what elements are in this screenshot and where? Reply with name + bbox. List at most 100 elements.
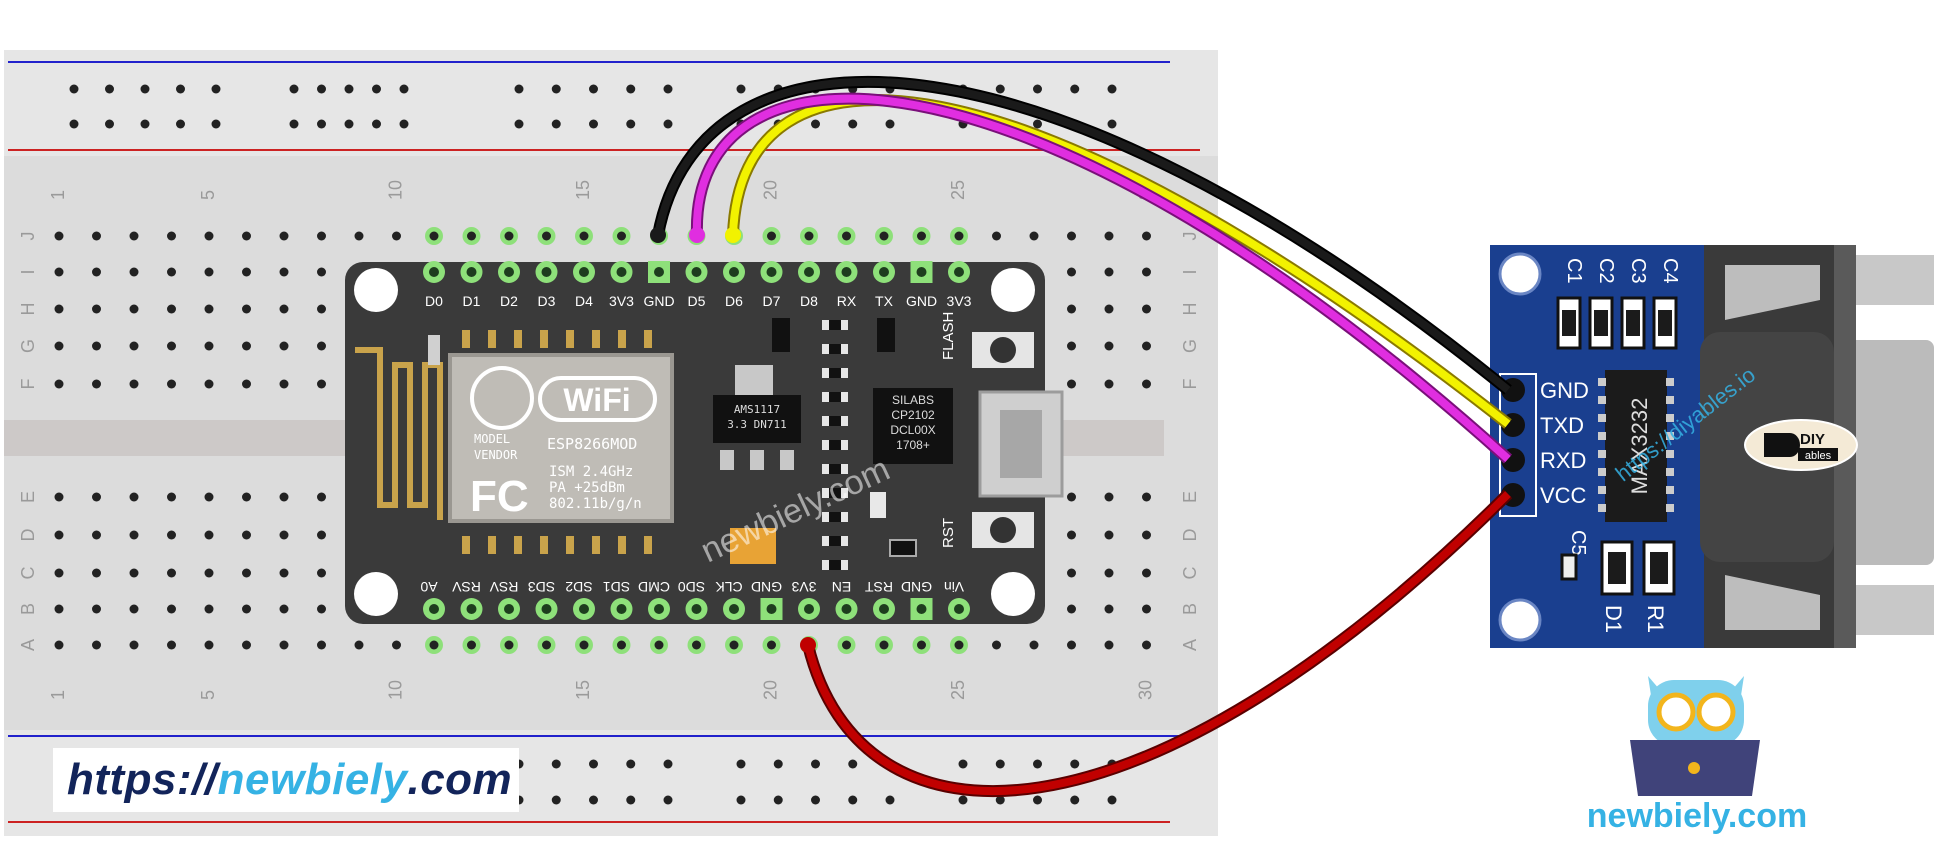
breadboard-hole: [317, 341, 326, 351]
pin-hole: [729, 604, 739, 614]
breadboard-hole: [504, 640, 514, 650]
rail-hole: [317, 119, 326, 129]
rail-hole: [289, 84, 299, 94]
db9-latch: [1725, 265, 1820, 320]
regulator-leg: [720, 450, 734, 470]
pin-label: RSV: [451, 579, 480, 595]
rail-hole: [399, 84, 409, 94]
rail-hole: [626, 119, 636, 129]
row-letter: B: [18, 603, 38, 615]
breadboard-hole: [167, 267, 176, 277]
pin-hole: [916, 267, 927, 277]
rail-hole: [1107, 84, 1117, 94]
newbiely-brand-text: newbiely.com: [1586, 797, 1808, 835]
breadboard-hole: [579, 231, 589, 241]
breadboard-hole: [167, 379, 176, 389]
wire-tx-magenta: [692, 94, 1511, 462]
pin-hole: [804, 267, 814, 277]
rail-hole: [773, 759, 783, 769]
pin-hole: [916, 604, 927, 614]
pin-label: SD2: [565, 579, 592, 595]
row-letter: C: [18, 567, 38, 580]
rail-hole: [848, 119, 858, 129]
rail-hole: [1070, 759, 1080, 769]
module-pad: [644, 536, 652, 554]
flash-label: FLASH: [940, 312, 957, 360]
wifi-badge: [538, 376, 657, 422]
breadboard-hole: [1067, 604, 1076, 614]
column-number: 5: [198, 690, 218, 700]
rail-hole: [848, 759, 858, 769]
rail-hole: [736, 759, 746, 769]
breadboard-hole: [317, 304, 326, 314]
column-number: 15: [573, 680, 593, 700]
pin-label: CMD: [638, 579, 670, 595]
breadboard-hole: [1104, 341, 1114, 351]
pin-label: D6: [725, 293, 743, 309]
chip-pin: [1598, 468, 1606, 476]
breadboard-hole: [1029, 640, 1039, 650]
breadboard-hole: [729, 640, 739, 650]
pin-hole: [579, 267, 589, 277]
pin-label: D0: [425, 293, 443, 309]
rail-hole: [885, 795, 895, 805]
rail-hole: [176, 84, 185, 94]
cp2102-label-2: CP2102: [891, 408, 935, 422]
breadboard-hole: [917, 640, 926, 650]
breadboard-hole: [54, 304, 64, 314]
breadboard-hole: [579, 640, 589, 650]
pin-hole: [616, 604, 627, 614]
cp2102-label-1: SILABS: [892, 393, 934, 407]
smd-transistor: [772, 318, 790, 352]
rail-hole: [1033, 759, 1042, 769]
breadboard-hole: [354, 640, 364, 650]
breadboard-hole: [92, 568, 101, 578]
rail-hole: [399, 119, 409, 129]
breadboard-hole: [392, 640, 401, 650]
breadboard-hole: [129, 568, 139, 578]
capacitor-label: C2: [1595, 258, 1617, 284]
rail-hole: [663, 119, 673, 129]
rail-hole: [1107, 795, 1117, 805]
flash-button-cap: [990, 337, 1016, 363]
rail-hole: [885, 119, 895, 129]
header-pin-label: TXD: [1540, 413, 1584, 438]
pin-label: D4: [575, 293, 593, 309]
breadboard-hole: [917, 231, 926, 241]
breadboard-hole: [204, 267, 214, 277]
pin-hole: [954, 267, 964, 277]
pin-hole: [616, 267, 627, 277]
regulator-tab: [735, 365, 773, 395]
rail-hole: [551, 795, 561, 805]
rail-hole: [995, 84, 1005, 94]
mount-hole: [991, 268, 1035, 312]
breadboard-hole: [129, 341, 139, 351]
rst-label: RST: [940, 518, 957, 548]
rst-button-cap: [990, 517, 1016, 543]
breadboard-hole: [129, 231, 139, 241]
rail-hole: [995, 759, 1005, 769]
rail-hole: [589, 795, 598, 805]
rail-hole: [848, 795, 858, 805]
mount-hole: [991, 572, 1035, 616]
breadboard-hole: [92, 492, 101, 502]
smd-diode: [870, 492, 886, 518]
pin-label: Vin: [944, 579, 964, 595]
c5-label: C5: [1567, 530, 1589, 556]
breadboard-hole: [1104, 492, 1114, 502]
module-pad: [566, 536, 574, 554]
breadboard-hole: [242, 530, 251, 540]
breadboard-hole: [1104, 640, 1114, 650]
header-pin-label: VCC: [1540, 483, 1587, 508]
chip-pin: [1666, 450, 1674, 458]
pin-label: GND: [751, 579, 782, 595]
esp8266-module: [448, 353, 674, 523]
breadboard-hole: [842, 231, 851, 241]
breadboard-hole: [279, 304, 289, 314]
pin-label: TX: [875, 293, 894, 309]
rail-hole: [211, 119, 221, 129]
breadboard-hole: [1067, 231, 1076, 241]
module-spec-pa: PA +25dBm: [549, 480, 625, 496]
wire-gnd-black: [654, 77, 1511, 394]
